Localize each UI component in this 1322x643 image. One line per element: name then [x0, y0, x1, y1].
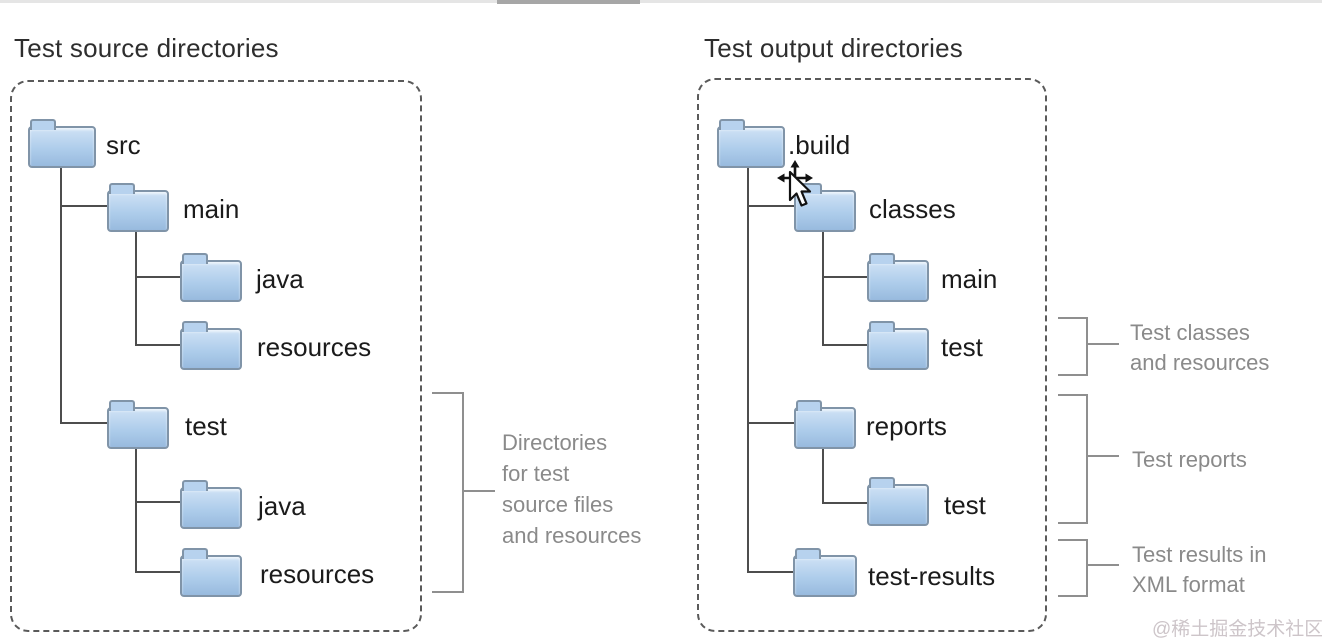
folder-label: resources [260, 559, 375, 589]
tree-connector [822, 445, 824, 504]
output-panel [697, 78, 1047, 632]
folder-icon [180, 321, 242, 370]
tree-connector [747, 205, 794, 207]
annotation-text: Test results in XML format [1132, 540, 1267, 600]
folder-label: main [941, 264, 998, 294]
folder-icon [180, 548, 242, 597]
folder-icon [867, 477, 929, 526]
tree-connector [135, 445, 137, 573]
folder-icon [107, 400, 169, 449]
folder-label: reports [866, 411, 947, 441]
annotation-line: and resources [502, 523, 642, 548]
annotation-bracket [1058, 394, 1088, 524]
folder-icon [867, 321, 929, 370]
annotation-text: Test classes and resources [1130, 318, 1269, 378]
annotation-line: Test classes [1130, 320, 1250, 345]
folder-label: java [258, 491, 306, 521]
tree-connector [747, 571, 793, 573]
tree-connector [822, 344, 867, 346]
folder-icon [28, 119, 96, 168]
folder-icon [867, 253, 929, 302]
tree-connector [747, 422, 794, 424]
tree-connector [60, 205, 107, 207]
annotation-line: Directories [502, 430, 608, 455]
bracket-stub [1086, 564, 1119, 566]
watermark: @稀土掘金技术社区 [1152, 619, 1322, 640]
folder-label: main [183, 194, 240, 224]
folder-label: test [185, 411, 227, 441]
tree-connector [60, 164, 62, 424]
folder-label: resources [257, 332, 372, 362]
progress-track [0, 0, 1322, 3]
folder-icon [793, 548, 857, 597]
tree-connector [135, 228, 137, 345]
tree-connector [135, 501, 180, 503]
folder-label: src [106, 130, 141, 160]
folder-icon [717, 119, 785, 168]
output-panel-title: Test output directories [704, 33, 963, 63]
folder-label: classes [869, 194, 956, 224]
bracket-stub [1086, 343, 1119, 345]
progress-thumb[interactable] [497, 0, 640, 4]
folder-label: test-results [868, 561, 996, 591]
folder-icon [107, 183, 169, 232]
annotation-text: Test reports [1132, 445, 1247, 475]
bracket-stub [1086, 455, 1119, 457]
mouse-cursor [777, 160, 813, 207]
source-panel [10, 80, 422, 632]
source-panel-title: Test source directories [14, 33, 279, 63]
annotation-bracket [432, 392, 464, 593]
annotation-line: Test results in [1132, 542, 1267, 567]
folder-label: test [944, 490, 986, 520]
tree-connector [822, 228, 824, 345]
annotation-line: source files [502, 492, 614, 517]
folder-icon [180, 253, 242, 302]
annotation-line: for test [502, 461, 570, 486]
tree-connector [822, 276, 867, 278]
tree-connector [135, 571, 180, 573]
annotation-line: Test reports [1132, 447, 1247, 472]
annotation-line: and resources [1130, 350, 1270, 375]
folder-label: java [256, 264, 304, 294]
tree-connector [822, 502, 867, 504]
folder-icon [180, 480, 242, 529]
annotation-line: XML format [1132, 572, 1245, 597]
tree-connector [60, 422, 107, 424]
annotation-text: Directories for test source files and re… [502, 427, 641, 551]
folder-label: .build [788, 130, 851, 160]
tree-connector [747, 164, 749, 573]
bracket-stub [462, 490, 495, 492]
annotation-bracket [1058, 539, 1088, 597]
tree-connector [135, 344, 180, 346]
folder-icon [794, 400, 856, 449]
tree-connector [135, 276, 180, 278]
folder-label: test [941, 332, 983, 362]
annotation-bracket [1058, 317, 1088, 376]
